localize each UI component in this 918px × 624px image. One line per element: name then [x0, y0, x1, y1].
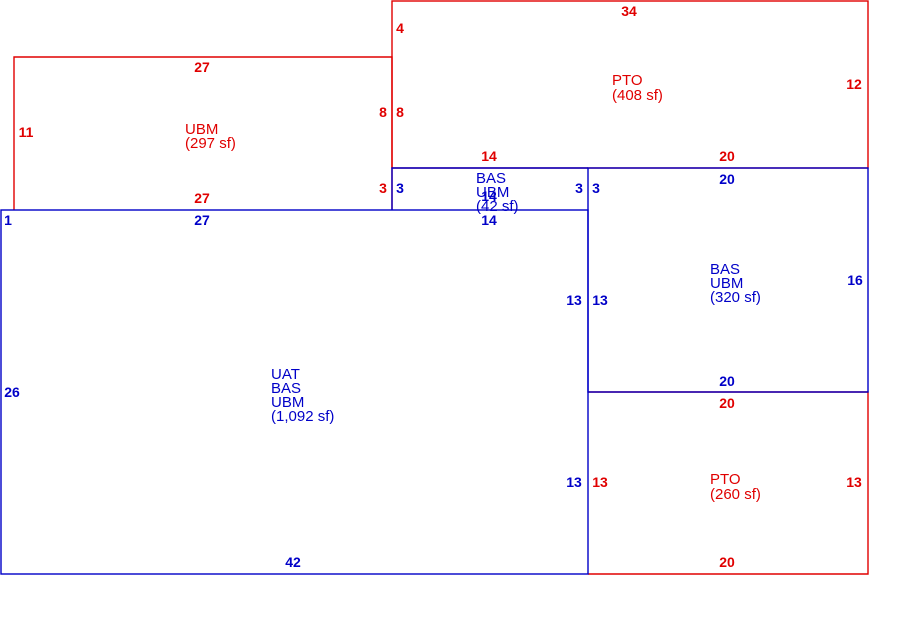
area-label-pto-top: PTO (408 sf) [612, 72, 663, 104]
dim-ubm-bottom: 27 [194, 190, 210, 206]
dim-uat-corner: 1 [4, 212, 12, 228]
area-label-bas-small: BAS UBM (42 sf) [476, 170, 519, 215]
area-label-bas-right: BAS UBM (320 sf) [710, 261, 761, 306]
dim-pto-bottom-right: 13 [846, 474, 862, 490]
dim-ubm-left: 11 [19, 124, 34, 140]
dim-pto-top-bottom-left: 14 [481, 148, 497, 164]
room-uat-main [0, 209, 589, 575]
dim-ubm-top: 27 [194, 59, 210, 75]
area-label-uat-main: UAT BAS UBM (1,092 sf) [271, 366, 334, 425]
dim-bas-right-left: 13 [592, 292, 608, 308]
dim-pto-bottom-top: 20 [719, 395, 735, 411]
dim-uat-left: 26 [4, 384, 20, 400]
dim-pto-top-right: 12 [846, 76, 862, 92]
dim-pto-top-left-upper: 4 [396, 20, 404, 36]
dim-pto-top-left-lower: 8 [396, 104, 404, 120]
dim-bas-right-bottom: 20 [719, 373, 735, 389]
room-ubm-left [13, 56, 393, 210]
dim-bas-small-right: 3 [575, 180, 583, 196]
dim-uat-right-lower: 13 [566, 474, 582, 490]
dim-ubm-right: 8 [379, 104, 387, 120]
dim-bas-right-left-upper: 3 [592, 180, 600, 196]
dim-bas-small-bottom: 14 [481, 212, 497, 228]
dim-uat-bottom: 42 [285, 554, 301, 570]
dim-pto-top-top: 34 [621, 3, 637, 19]
dim-pto-bottom-bottom: 20 [719, 554, 735, 570]
dim-pto-bottom-left: 13 [592, 474, 608, 490]
dim-bas-right-right: 16 [847, 272, 863, 288]
room-bas-small [391, 167, 588, 210]
area-label-ubm-left: UBM (297 sf) [185, 121, 236, 152]
dim-pto-top-bottom-right: 20 [719, 148, 735, 164]
dim-uat-right-upper: 13 [566, 292, 582, 308]
dim-bas-small-overlap: 14 [481, 188, 497, 204]
dim-bas-right-top: 20 [719, 171, 735, 187]
dim-bas-small-left-blue: 3 [396, 180, 404, 196]
dim-uat-top: 27 [194, 212, 210, 228]
dim-bas-small-left-red: 3 [379, 180, 387, 196]
area-label-pto-bottom: PTO (260 sf) [710, 471, 761, 503]
